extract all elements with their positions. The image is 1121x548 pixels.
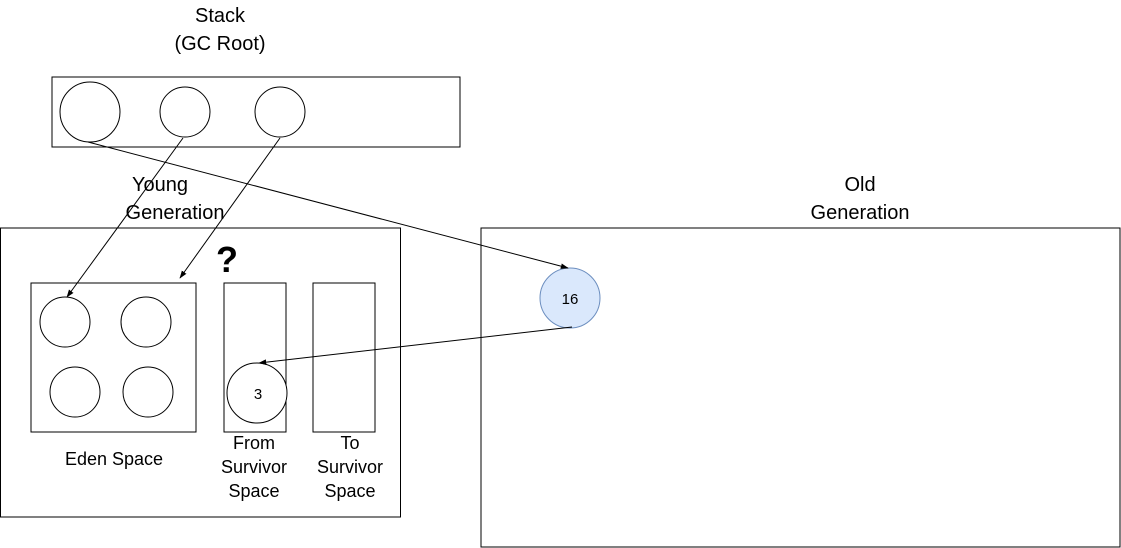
from-survivor-label-line2: Survivor bbox=[221, 457, 287, 477]
stack-root-object-1 bbox=[59, 81, 121, 143]
eden-object-2 bbox=[120, 296, 172, 348]
stack-root-object-2 bbox=[159, 86, 211, 138]
old-generation-group: Old Generation 16 bbox=[480, 174, 1121, 548]
stack-box bbox=[51, 76, 461, 148]
young-generation-title-line1: Young bbox=[132, 174, 188, 196]
arrow-stack-to-eden-object bbox=[66, 137, 184, 298]
young-generation-title-line2: Generation bbox=[126, 202, 225, 224]
from-survivor-label-line1: From bbox=[233, 433, 275, 453]
eden-space-box bbox=[30, 282, 197, 433]
stack-title-line2: (GC Root) bbox=[174, 33, 265, 55]
eden-object-3 bbox=[49, 366, 101, 418]
young-generation-box bbox=[0, 227, 401, 518]
arrow-stack-to-eden-space bbox=[179, 137, 281, 279]
to-survivor-space-box bbox=[312, 282, 376, 433]
old-generation-title-line1: Old bbox=[844, 174, 875, 196]
old-generation-object-value: 16 bbox=[562, 291, 579, 308]
from-survivor-space-box bbox=[223, 282, 287, 433]
eden-object-4 bbox=[122, 366, 174, 418]
eden-space-label: Eden Space bbox=[65, 449, 163, 469]
arrow-old-object-to-survivor-object bbox=[258, 326, 573, 365]
stack-title-line1: Stack bbox=[195, 5, 246, 27]
from-survivor-label-line3: Space bbox=[228, 481, 279, 501]
old-generation-box bbox=[480, 227, 1121, 548]
eden-object-1 bbox=[39, 296, 91, 348]
stack-group: Stack (GC Root) bbox=[51, 5, 461, 148]
survivor-object-value: 3 bbox=[254, 386, 262, 403]
survivor-object bbox=[226, 362, 288, 424]
young-generation-group: Young Generation Eden Space 3 From Survi… bbox=[0, 174, 401, 518]
arrow-stack-to-old-object bbox=[87, 141, 569, 269]
stack-root-object-3 bbox=[254, 86, 306, 138]
question-mark-icon: ? bbox=[216, 239, 238, 280]
reference-arrows bbox=[66, 137, 573, 365]
to-survivor-label-line2: Survivor bbox=[317, 457, 383, 477]
to-survivor-label-line1: To bbox=[340, 433, 359, 453]
old-generation-title-line2: Generation bbox=[811, 202, 910, 224]
to-survivor-label-line3: Space bbox=[324, 481, 375, 501]
old-generation-object bbox=[539, 267, 601, 329]
